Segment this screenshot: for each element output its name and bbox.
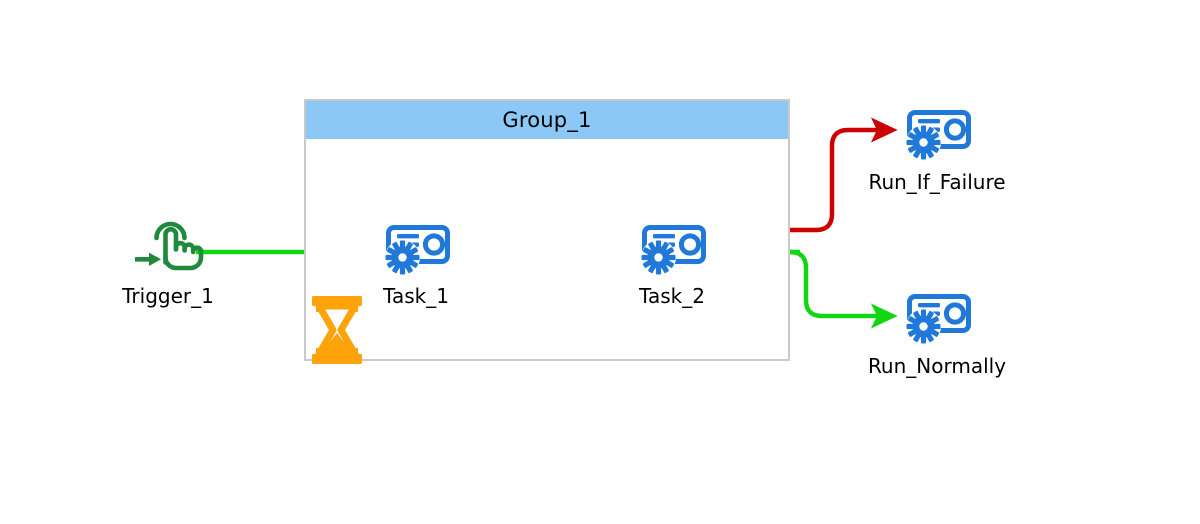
task-gear-icon	[906, 110, 971, 160]
node-label-task-1: Task_1	[383, 284, 449, 308]
node-run-normally[interactable]	[901, 293, 973, 349]
node-task-2[interactable]	[636, 224, 708, 280]
node-label-run-normally: Run_Normally	[867, 354, 1007, 378]
task-gear-icon	[385, 225, 450, 275]
node-timer-1[interactable]	[306, 292, 368, 368]
group-container-group-1[interactable]: Group_1	[304, 99, 790, 361]
node-label-trigger-1: Trigger_1	[122, 284, 214, 308]
node-label-task-2: Task_2	[639, 284, 705, 308]
group-header[interactable]: Group_1	[306, 101, 788, 139]
trigger-tap-hand-icon	[135, 221, 204, 271]
node-task-1[interactable]	[380, 224, 452, 280]
edge-task2-to-normal[interactable]	[780, 249, 898, 329]
node-label-run-if-failure: Run_If_Failure	[868, 170, 1006, 194]
group-title: Group_1	[502, 108, 592, 132]
node-run-if-failure[interactable]	[901, 109, 973, 165]
task-gear-icon	[906, 294, 971, 344]
node-trigger-1[interactable]	[134, 216, 204, 272]
task-gear-icon	[641, 225, 706, 275]
hourglass-timer-icon	[312, 296, 362, 364]
